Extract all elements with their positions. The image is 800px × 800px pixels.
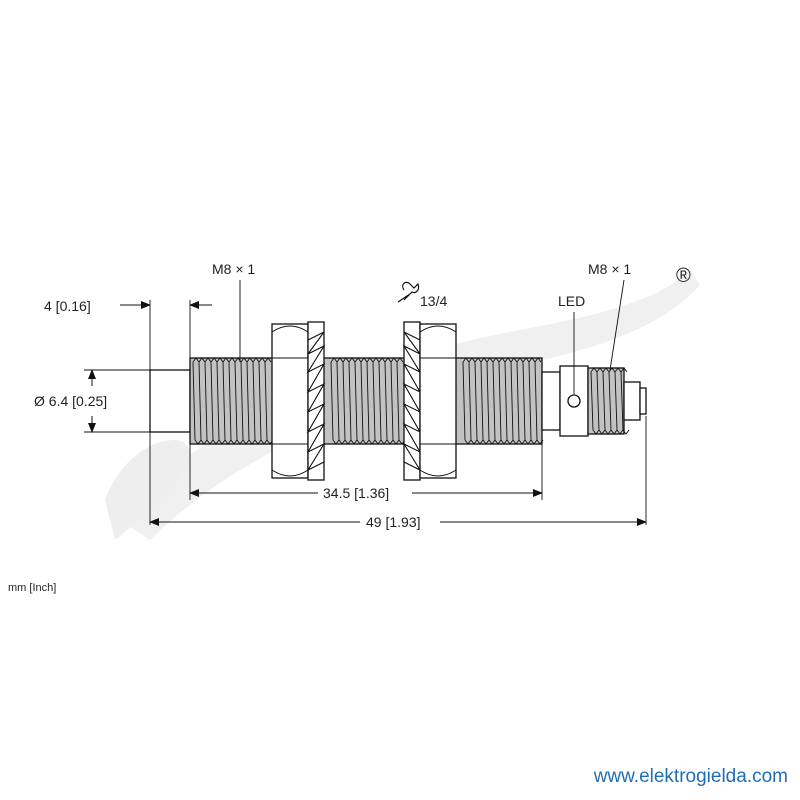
wrench-size-label: 13/4 — [420, 293, 447, 309]
units-note: mm [Inch] — [8, 582, 57, 594]
led-window — [567, 394, 581, 408]
sensor-tip — [149, 369, 191, 433]
footer-url[interactable]: www.elektrogielda.com — [593, 766, 788, 787]
dim-total-length-label: 49 [1.93] — [366, 514, 421, 530]
wrench-icon — [397, 281, 420, 303]
dim-diameter-label: Ø 6.4 [0.25] — [34, 393, 107, 409]
dim-thread-length-label: 34.5 [1.36] — [323, 485, 389, 501]
thread-right-label: M8 × 1 — [588, 261, 631, 277]
extension-lines — [84, 300, 647, 525]
hex-nut-right — [419, 323, 457, 479]
led-label: LED — [558, 293, 585, 309]
tooth-washer-left — [306, 321, 326, 481]
thread-left-label: M8 × 1 — [212, 261, 255, 277]
connector-housing — [541, 365, 647, 437]
leader-lines — [239, 279, 625, 394]
threaded-body — [189, 357, 544, 445]
hex-nut-left — [271, 323, 309, 479]
registered-mark: ® — [676, 265, 691, 287]
tooth-washer-right — [402, 321, 422, 481]
watermark-logo — [105, 270, 700, 540]
dim-tip-length-label: 4 [0.16] — [44, 298, 91, 314]
